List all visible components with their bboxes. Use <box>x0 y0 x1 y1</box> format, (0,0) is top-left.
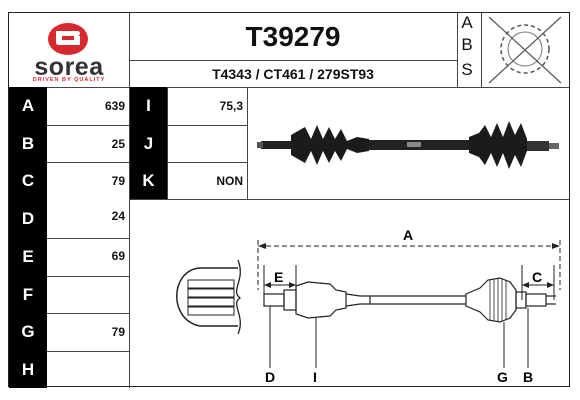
spec-label-h: H <box>9 351 47 388</box>
brand-logo: sorea DRIVEN BY QUALITY <box>9 13 129 87</box>
part-number: T39279 <box>245 20 341 52</box>
abs-label: A B S <box>457 13 479 87</box>
callout-i: I <box>313 369 317 385</box>
callout-d: D <box>265 369 275 385</box>
abs-letter-s: S <box>461 60 473 79</box>
brand-name: sorea <box>34 53 104 81</box>
dim-e-label: E <box>274 269 283 285</box>
spec-value-j <box>167 125 247 162</box>
cross-references: T4343 / CT461 / 279ST93 <box>212 65 374 82</box>
no-abs-ring-icon <box>488 16 562 84</box>
spec-value-h <box>47 351 129 388</box>
spec-label-g: G <box>9 313 47 351</box>
spec-label-c: C <box>9 162 47 199</box>
spec-value-g: 79 <box>111 325 125 339</box>
dim-a-label: A <box>403 227 413 243</box>
spec-label-b: B <box>9 125 47 162</box>
callout-g: G <box>497 369 508 385</box>
spec-value-i: 75,3 <box>219 99 243 113</box>
spline-end-view <box>176 259 242 335</box>
abs-letter-a: A <box>461 13 473 32</box>
spec-value-c: 79 <box>111 173 125 188</box>
abs-letter-b: B <box>461 35 473 54</box>
spec-label-e: E <box>9 238 47 276</box>
spec-label-d: D <box>9 199 47 238</box>
spec-label-a: A <box>9 87 47 125</box>
spec-value-f <box>47 276 129 313</box>
spec-value-d: 24 <box>111 209 125 223</box>
sorea-logo-icon <box>48 23 88 55</box>
datasheet: sorea DRIVEN BY QUALITY T39279 T4343 / C… <box>8 12 570 388</box>
drive-shaft-photo <box>257 121 559 169</box>
spec-label-k: K <box>130 162 167 199</box>
spec-value-a: 639 <box>104 99 125 113</box>
dim-c-label: C <box>532 269 542 285</box>
callout-b: B <box>523 369 533 385</box>
spec-label-i: I <box>130 87 167 125</box>
dimension-diagram: A E C <box>176 227 561 385</box>
spec-value-e: 69 <box>111 249 125 263</box>
spec-value-b: 25 <box>111 136 125 151</box>
spec-label-f: F <box>9 276 47 313</box>
brand-tagline: DRIVEN BY QUALITY <box>32 77 106 83</box>
spec-value-k: NON <box>216 173 243 188</box>
spec-label-j: J <box>130 125 167 162</box>
